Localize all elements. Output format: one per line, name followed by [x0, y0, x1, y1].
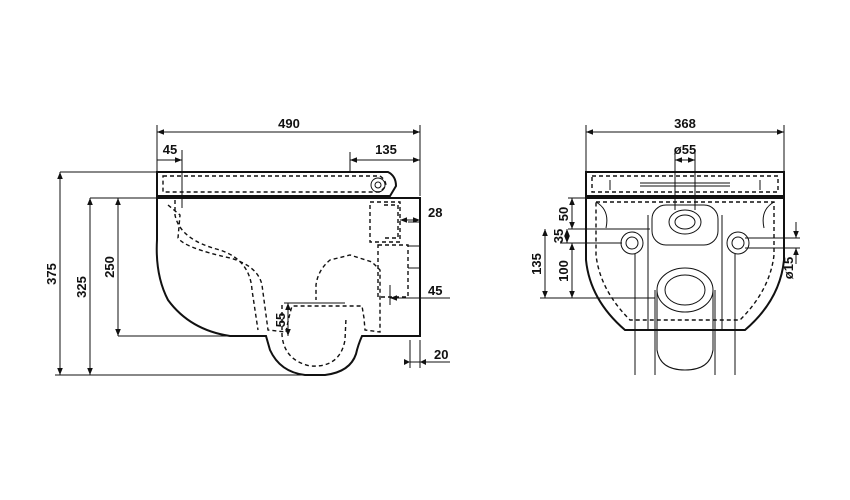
front-fixing-right [726, 231, 750, 255]
dim-o55-label: ø55 [674, 142, 696, 157]
dim-375-label: 375 [44, 263, 59, 285]
side-seat-dashed [162, 175, 387, 193]
front-view: 368 ø55 ø15 50 35 135 100 [529, 116, 800, 375]
dim-250-label: 250 [102, 256, 117, 278]
front-inlet [651, 204, 719, 246]
side-outlet-block [377, 244, 409, 298]
dim-100-label: 100 [556, 260, 571, 282]
front-fixing-left [620, 231, 644, 255]
side-view: 490 45 135 28 45 20 375 325 250 [44, 116, 450, 376]
side-inlet-block [369, 201, 401, 243]
seat-hinge-circle [370, 177, 386, 193]
dim-325-label: 325 [74, 276, 89, 298]
dim-55-label: 55 [273, 313, 288, 327]
dim-45-right-label: 45 [428, 283, 442, 298]
side-bowl-trap-dashed [167, 204, 381, 333]
dim-135-front-label: 135 [529, 253, 544, 275]
dim-135-label: 135 [375, 142, 397, 157]
side-seat-outline [156, 171, 398, 197]
side-bowl-outline [155, 197, 421, 376]
front-bowl-outline [585, 197, 785, 331]
dim-45-label: 45 [163, 142, 177, 157]
dim-35-label: 35 [551, 229, 566, 243]
dim-20-label: 20 [434, 347, 448, 362]
dim-50-label: 50 [556, 207, 571, 221]
front-seat-outline [585, 171, 785, 197]
dim-28-label: 28 [428, 205, 442, 220]
dim-o15-label: ø15 [781, 257, 796, 279]
dim-490-label: 490 [278, 116, 300, 131]
dim-368-label: 368 [674, 116, 696, 131]
